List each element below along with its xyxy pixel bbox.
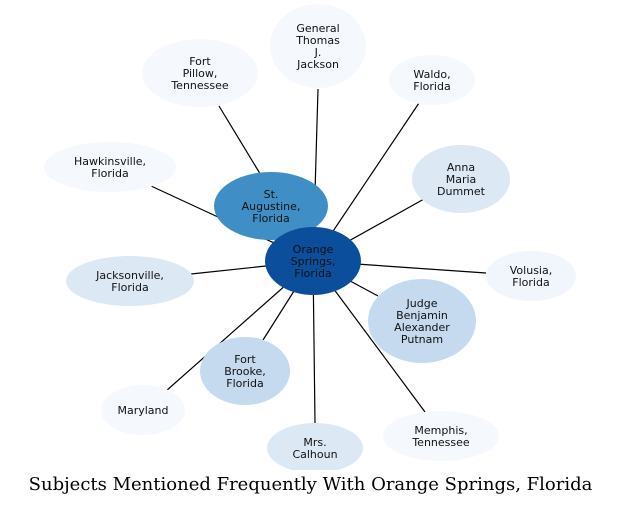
node-label: Maryland: [117, 404, 168, 417]
node-label: Thomas: [295, 34, 340, 47]
node-label: Anna: [447, 161, 475, 174]
node-ellipse: [44, 142, 176, 192]
node-waldo: Waldo,Florida: [389, 55, 475, 105]
node-label: Florida: [111, 281, 148, 294]
node-ellipse: [389, 55, 475, 105]
node-label: Orange: [293, 243, 334, 256]
node-ellipse: [368, 279, 476, 363]
diagram-caption: Subjects Mentioned Frequently With Orang…: [28, 474, 593, 495]
node-label: Dummet: [437, 185, 486, 198]
node-label: Tennessee: [170, 79, 229, 92]
node-ellipse: [66, 256, 194, 306]
node-label: Jackson: [296, 58, 339, 71]
node-label: Florida: [512, 276, 549, 289]
node-label: Waldo,: [413, 68, 450, 81]
node-label: Calhoun: [292, 448, 337, 461]
node-ellipse: [101, 385, 185, 435]
node-label: Putnam: [401, 333, 443, 346]
node-ellipse: [200, 337, 290, 405]
node-memphis: Memphis,Tennessee: [383, 411, 499, 461]
node-ellipse: [142, 39, 258, 107]
node-label: J.: [314, 46, 322, 59]
node-label: Springs,: [291, 255, 336, 268]
node-ellipse: [214, 172, 328, 240]
node-label: General: [296, 22, 339, 35]
node-label: Tennessee: [411, 436, 470, 449]
node-label: Judge: [406, 297, 438, 310]
node-label: Florida: [91, 167, 128, 180]
node-label: Volusia,: [510, 264, 552, 277]
node-label: Florida: [294, 267, 331, 280]
node-label: Augustine,: [242, 200, 301, 213]
node-label: Memphis,: [414, 424, 467, 437]
node-label: Florida: [252, 212, 289, 225]
node-label: Benjamin: [396, 309, 448, 322]
network-diagram: GeneralThomasJ.JacksonFortPillow,Tenness…: [44, 4, 576, 470]
node-hawkinsville: Hawkinsville,Florida: [44, 142, 176, 192]
node-label: Florida: [226, 377, 263, 390]
node-volusia: Volusia,Florida: [486, 251, 576, 301]
node-label: Alexander: [394, 321, 450, 334]
node-label: St.: [264, 188, 279, 201]
node-label: Fort: [234, 353, 256, 366]
node-label: Mrs.: [303, 436, 326, 449]
node-label: Maria: [446, 173, 477, 186]
node-label: Hawkinsville,: [74, 155, 146, 168]
node-ellipse: [265, 227, 361, 295]
node-label: Brooke,: [224, 365, 266, 378]
node-ellipse: [486, 251, 576, 301]
node-maryland: Maryland: [101, 385, 185, 435]
node-ellipse: [267, 423, 363, 470]
node-label: Pillow,: [183, 67, 218, 80]
node-ellipse: [270, 4, 366, 88]
node-ellipse: [383, 411, 499, 461]
node-mrs-calhoun: Mrs.Calhoun: [267, 423, 363, 470]
node-ellipse: [412, 145, 510, 213]
node-jacksonville: Jacksonville,Florida: [66, 256, 194, 306]
node-st-augustine: St.Augustine,Florida: [214, 172, 328, 240]
node-label: Jacksonville,: [95, 269, 164, 282]
node-label: Florida: [413, 80, 450, 93]
node-label: Fort: [189, 55, 211, 68]
